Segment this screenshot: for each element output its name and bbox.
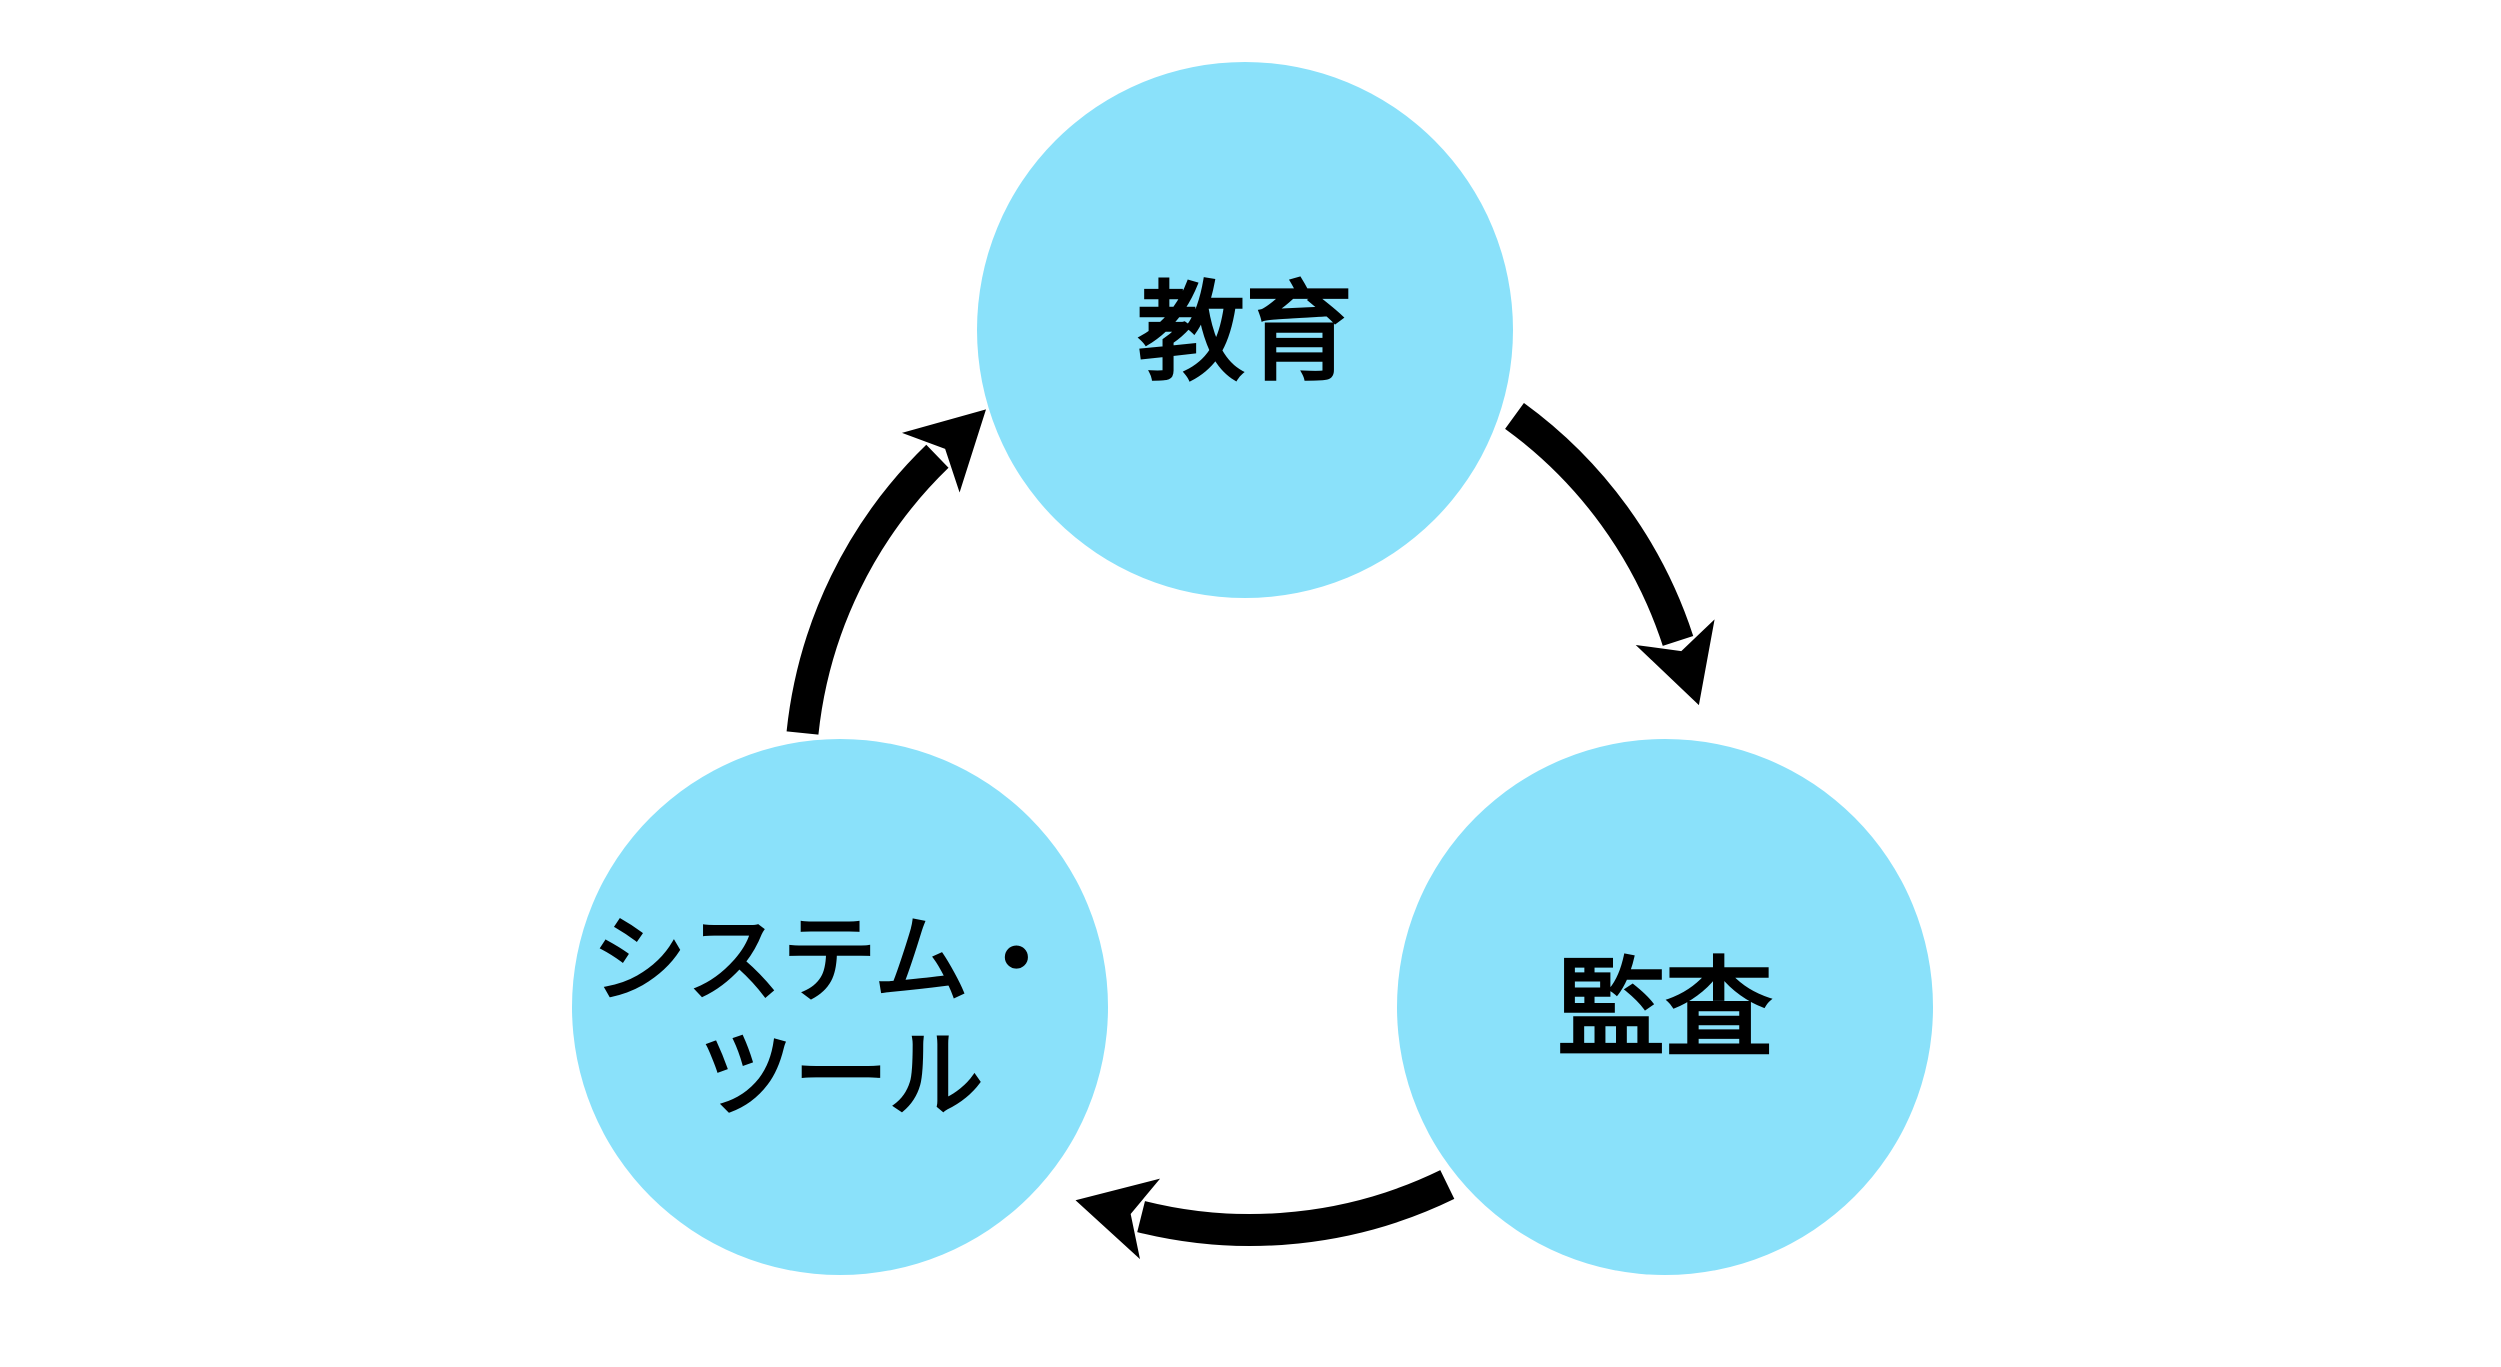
arrow-education-to-audit [1505, 402, 1715, 706]
node-system-tools-label: システム・ ツール [592, 908, 1091, 1129]
node-system-tools-label-line1: システム・ [592, 908, 1064, 1014]
node-audit-circle [1397, 739, 1933, 1275]
node-education-circle [977, 62, 1513, 598]
arrow-system-tools-to-education [786, 409, 986, 735]
node-system-tools-circle [572, 739, 1108, 1275]
arrow-audit-to-system-tools [1075, 1170, 1455, 1260]
node-system-tools-label-line2: ツール [698, 1023, 983, 1129]
node-audit-label: 監査 [1557, 948, 1773, 1069]
node-education-label: 教育 [1137, 272, 1353, 393]
